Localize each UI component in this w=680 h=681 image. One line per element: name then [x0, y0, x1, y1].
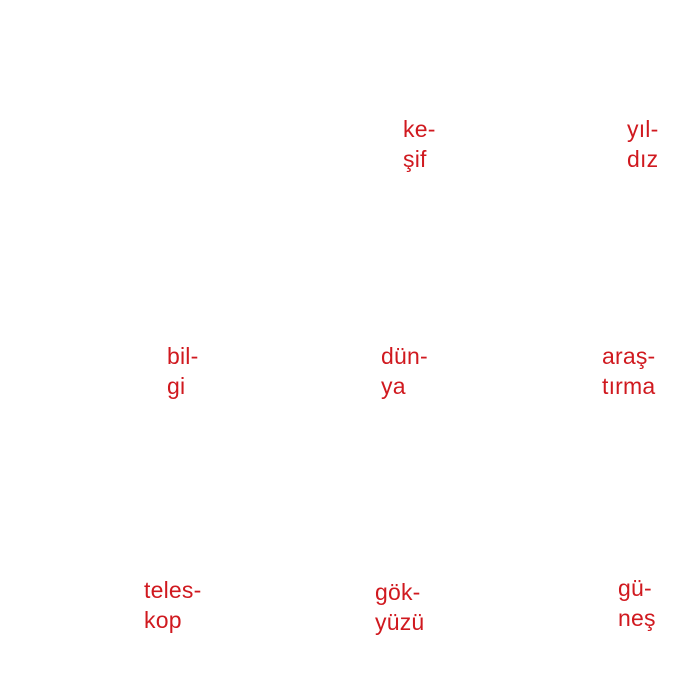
word-dunya-line2: ya [381, 373, 406, 399]
word-dunya: dün- ya [381, 341, 428, 401]
word-yildiz: yıl- dız [627, 114, 658, 174]
word-teleskop-line1: teles- [144, 577, 202, 603]
word-bilgi: bil- gi [167, 341, 198, 401]
word-teleskop: teles- kop [144, 575, 201, 635]
word-kesif-line1: ke- [403, 116, 436, 142]
word-dunya-line1: dün- [381, 343, 428, 369]
word-bilgi-line2: gi [167, 373, 186, 399]
word-kesif: ke- şif [403, 114, 436, 174]
word-gokyuzu-line1: gök- [375, 579, 421, 605]
word-gokyuzu: gök- yüzü [375, 577, 424, 637]
word-kesif-line2: şif [403, 146, 427, 172]
word-gunes: gü- neş [618, 573, 656, 633]
word-yildiz-line2: dız [627, 146, 659, 172]
word-bilgi-line1: bil- [167, 343, 199, 369]
word-gokyuzu-line2: yüzü [375, 609, 425, 635]
word-teleskop-line2: kop [144, 607, 182, 633]
word-gunes-line1: gü- [618, 575, 652, 601]
word-arastirma-line1: araş- [602, 343, 656, 369]
word-arastirma-line2: tırma [602, 373, 656, 399]
word-yildiz-line1: yıl- [627, 116, 659, 142]
word-gunes-line2: neş [618, 605, 656, 631]
word-arastirma: araş- tırma [602, 341, 655, 401]
